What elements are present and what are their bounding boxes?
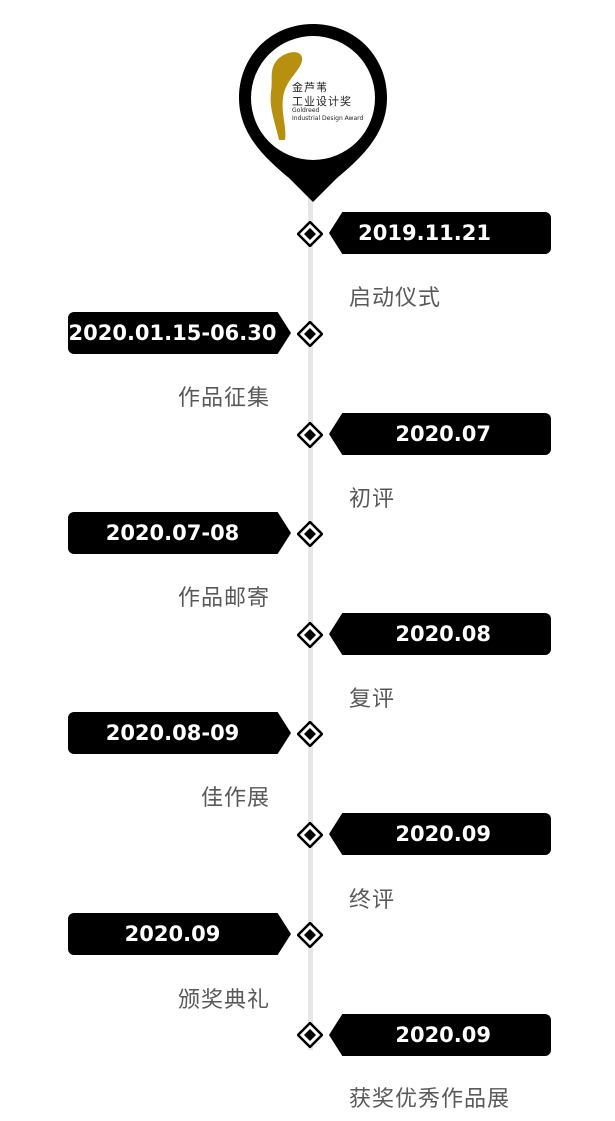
date-tag-0: 2019.11.21 <box>329 212 551 254</box>
diamond-marker-icon <box>297 622 323 648</box>
diamond-marker-icon <box>297 422 323 448</box>
diamond-marker-icon <box>297 822 323 848</box>
logo-name-cn-1: 金芦苇 <box>292 81 328 94</box>
date-tag-5: 2020.08-09 <box>68 712 291 754</box>
event-label-4: 复评 <box>349 687 396 712</box>
logo-name-cn-2: 工业设计奖 <box>292 95 352 108</box>
date-tag-3: 2020.07-08 <box>68 512 291 554</box>
timeline-line <box>308 190 313 1050</box>
logo-name-en-2: Industrial Design Award <box>292 115 364 122</box>
date-tag-7: 2020.09 <box>68 913 291 955</box>
date-tag-2: 2020.07 <box>329 413 551 455</box>
gold-reed-logo-icon <box>270 52 303 140</box>
event-label-2: 初评 <box>349 487 396 512</box>
event-label-6: 终评 <box>349 888 396 913</box>
event-label-7: 颁奖典礼 <box>177 988 270 1013</box>
diamond-marker-icon <box>297 221 323 247</box>
date-tag-1: 2020.01.15-06.30 <box>68 312 291 354</box>
date-tag-6: 2020.09 <box>329 813 551 855</box>
diamond-marker-icon <box>297 721 323 747</box>
event-label-8: 获奖优秀作品展 <box>349 1087 511 1112</box>
event-label-1: 作品征集 <box>177 386 270 411</box>
event-label-5: 佳作展 <box>200 786 270 811</box>
date-tag-8: 2020.09 <box>329 1014 551 1056</box>
date-tag-4: 2020.08 <box>329 613 551 655</box>
diamond-marker-icon <box>297 321 323 347</box>
diamond-marker-icon <box>297 922 323 948</box>
diamond-marker-icon <box>297 521 323 547</box>
logo-name-en-1: Goldreed <box>292 107 320 114</box>
diamond-marker-icon <box>297 1022 323 1048</box>
location-pin-icon <box>233 18 393 208</box>
event-label-3: 作品邮寄 <box>177 586 270 611</box>
event-label-0: 启动仪式 <box>349 286 442 311</box>
